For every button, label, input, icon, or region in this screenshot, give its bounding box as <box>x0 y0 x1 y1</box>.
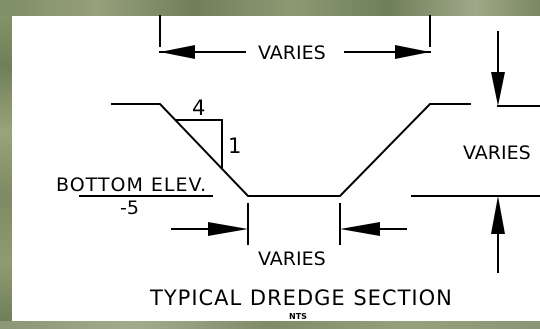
slope-triangle <box>175 119 223 168</box>
top-dim-arrow-left <box>160 45 195 59</box>
scale-note: NTS <box>289 312 307 321</box>
slope-rise-label: 1 <box>228 134 242 158</box>
aerial-photo-strip-bottom <box>0 321 540 329</box>
bottom-width-label: VARIES <box>258 248 326 270</box>
top-dim-arrow-right <box>395 45 430 59</box>
section-title: TYPICAL DREDGE SECTION <box>150 286 453 310</box>
top-width-label: VARIES <box>258 42 326 64</box>
bottom-dim-arrow-right <box>340 222 380 236</box>
bottom-dim-arrow-left <box>208 222 248 236</box>
bottom-elev-label: BOTTOM ELEV. <box>56 174 208 196</box>
depth-label: VARIES <box>463 142 531 164</box>
channel-profile <box>111 103 471 197</box>
drawing-sheet <box>12 16 540 321</box>
depth-arrow-up <box>491 196 505 234</box>
bottom-elev-value: -5 <box>120 197 139 219</box>
aerial-photo-strip-top <box>0 0 540 16</box>
aerial-photo-strip-left <box>0 0 12 329</box>
slope-run-label: 4 <box>192 96 206 120</box>
depth-arrow-down <box>491 72 505 106</box>
